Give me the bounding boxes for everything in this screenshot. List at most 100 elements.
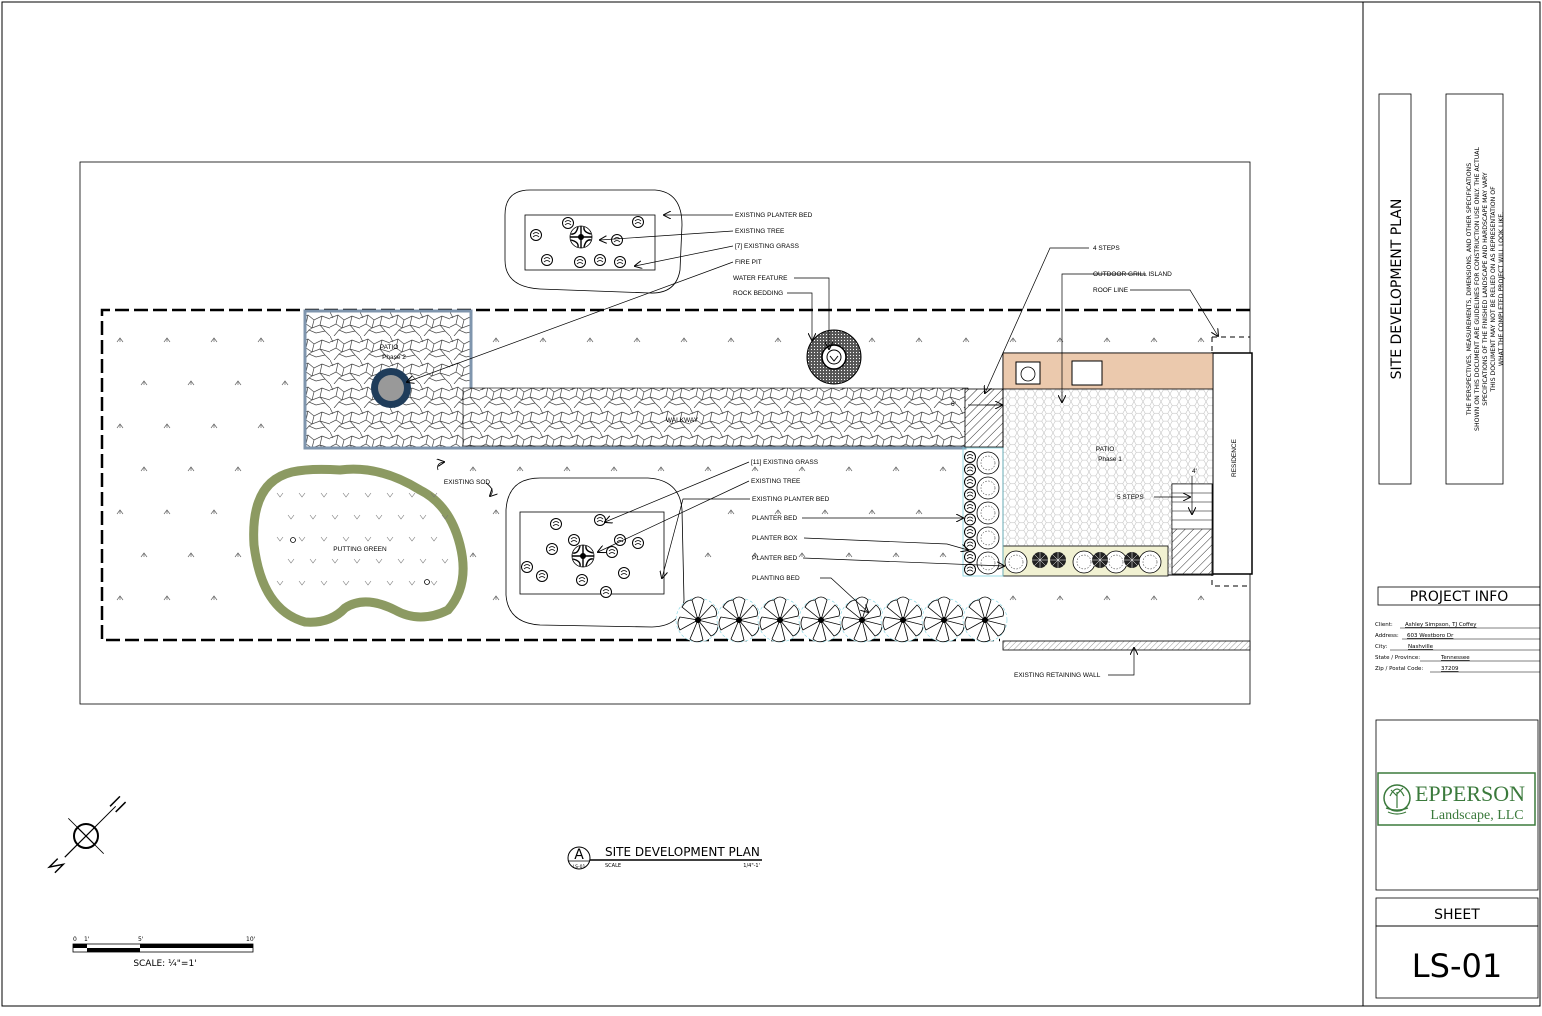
title-block: SITE DEVELOPMENT PLAN THE PERSPECTIVES, … [1375, 93, 1541, 999]
round-shrub-icon [1138, 550, 1162, 574]
view-sheet-ref: LS-01 [573, 864, 586, 870]
black-shrub-icon [1091, 551, 1109, 569]
round-shrub-icon [976, 451, 1000, 475]
disclaimer-line: SHOWN ON THIS DOCUMENT ARE GUIDELINES FO… [1474, 146, 1481, 430]
view-letter: A [574, 847, 584, 863]
grass-symbol [163, 509, 171, 515]
grass-symbol [210, 509, 218, 515]
grass-symbol [163, 337, 171, 343]
shrub-icon [964, 488, 976, 501]
grass-symbol [210, 595, 218, 601]
grass-symbol [210, 337, 218, 343]
callout-five-steps: 5 STEPS [1117, 494, 1144, 501]
shrub-icon [964, 463, 976, 476]
callout-planter-bed-2: PLANTER BED [752, 555, 797, 562]
existing-planter-bed-top [504, 189, 683, 294]
four-steps [964, 388, 1006, 448]
disclaimer-line: THIS DOCUMENT MAY NOT BE RELIED ON AS RE… [1490, 186, 1497, 393]
shrub-icon [632, 216, 644, 228]
grass-symbol [1103, 595, 1111, 601]
scale-tick-1: 1' [84, 936, 90, 943]
grass-symbol [1150, 337, 1158, 343]
view-scale-label: SCALE [605, 863, 621, 869]
shrub-icon [964, 551, 976, 563]
grass-symbol [774, 337, 782, 343]
sheet-number: LS-01 [1412, 947, 1502, 985]
grass-symbol [163, 595, 171, 601]
flower-shrub-icon [716, 596, 762, 643]
grass-symbol [1009, 337, 1017, 343]
planting-bed [675, 596, 1008, 643]
flower-shrub-icon [839, 596, 885, 643]
grass-symbol [210, 423, 218, 429]
grass-symbol [892, 552, 900, 558]
grass-symbol [798, 466, 806, 472]
shrub-icon [568, 534, 580, 546]
round-shrub-icon [976, 551, 1000, 575]
grass-symbol [234, 380, 242, 386]
grass-symbol [257, 423, 265, 429]
grass-symbol [704, 552, 712, 558]
view-title: A LS-01 SITE DEVELOPMENT PLAN SCALE 1/4"… [567, 845, 762, 870]
view-scale-value: 1/4"-1' [743, 863, 760, 869]
round-shrub-icon [1104, 550, 1128, 574]
black-shrub-icon [1031, 551, 1049, 569]
grass-symbol [845, 466, 853, 472]
patio-phase-1-sublabel: Phase 1 [1098, 456, 1122, 463]
dimension-6ft: 6' [951, 401, 956, 408]
grass-symbol [892, 466, 900, 472]
zip-label: Zip / Postal Code: [1375, 666, 1423, 672]
shrub-icon [606, 546, 618, 558]
state-label: State / Province: [1375, 655, 1420, 661]
grass-symbol [469, 552, 477, 558]
grass-symbol [140, 466, 148, 472]
view-title-text: SITE DEVELOPMENT PLAN [605, 845, 760, 859]
shrub-icon [964, 513, 976, 526]
disclaimer-line: SPECIFICATIONS OF THE FINISHED LANDSCAPE… [1482, 172, 1489, 406]
grass-symbol [821, 509, 829, 515]
shrub-icon [600, 586, 612, 598]
grass-symbol [1056, 595, 1064, 601]
grass-symbol [939, 552, 947, 558]
flower-shrub-icon [962, 596, 1008, 643]
grass-symbol [915, 509, 923, 515]
north-arrow-icon [47, 795, 127, 874]
grass-symbol [234, 466, 242, 472]
callout-leaders [407, 215, 1218, 676]
logo-word-epperson: EPPERSON [1415, 781, 1525, 806]
callout-existing-grass-top: [7] EXISTING GRASS [735, 243, 800, 250]
disclaimer-line: THE PERSPECTIVES, MEASUREMENTS, DIMENSIO… [1466, 163, 1473, 416]
shrub-icon [964, 563, 976, 576]
callout-existing-planter-bed-bottom: EXISTING PLANTER BED [752, 496, 830, 503]
city-label: City: [1375, 644, 1387, 650]
project-info-heading: PROJECT INFO [1410, 589, 1509, 605]
grass-symbol [187, 380, 195, 386]
grass-symbol [1150, 595, 1158, 601]
patio-phase-2-label: PATIO [380, 344, 399, 351]
address-value: 603 Westboro Dr [1407, 633, 1454, 639]
callout-roof-line: ROOF LINE [1093, 287, 1129, 294]
callout-labels: EXISTING PLANTER BED EXISTING TREE [7] E… [733, 212, 1172, 679]
callout-rock-bedding: ROCK BEDDING [733, 290, 783, 297]
grass-symbol [187, 552, 195, 558]
round-shrub-icon [976, 526, 1000, 550]
shrub-icon [594, 254, 606, 266]
existing-retaining-wall [1002, 640, 1251, 651]
callout-planting-bed: PLANTING BED [752, 575, 800, 582]
grass-symbol [727, 509, 735, 515]
grass-symbol [868, 509, 876, 515]
grass-symbol [657, 466, 665, 472]
patio-phase-1-label: PATIO [1096, 446, 1115, 453]
walkway-label: WALKWAY [666, 417, 699, 424]
shrub-icon [521, 561, 533, 573]
round-shrub-icon [1072, 550, 1096, 574]
address-label: Address: [1375, 633, 1399, 639]
shrub-icon [574, 256, 586, 268]
grass-symbol [516, 466, 524, 472]
shrub-icon [541, 254, 553, 266]
grass-symbol [1197, 595, 1205, 601]
scale-tick-10: 10' [246, 936, 256, 943]
grass-symbol [939, 466, 947, 472]
existing-planter-bed-bottom [505, 477, 685, 628]
